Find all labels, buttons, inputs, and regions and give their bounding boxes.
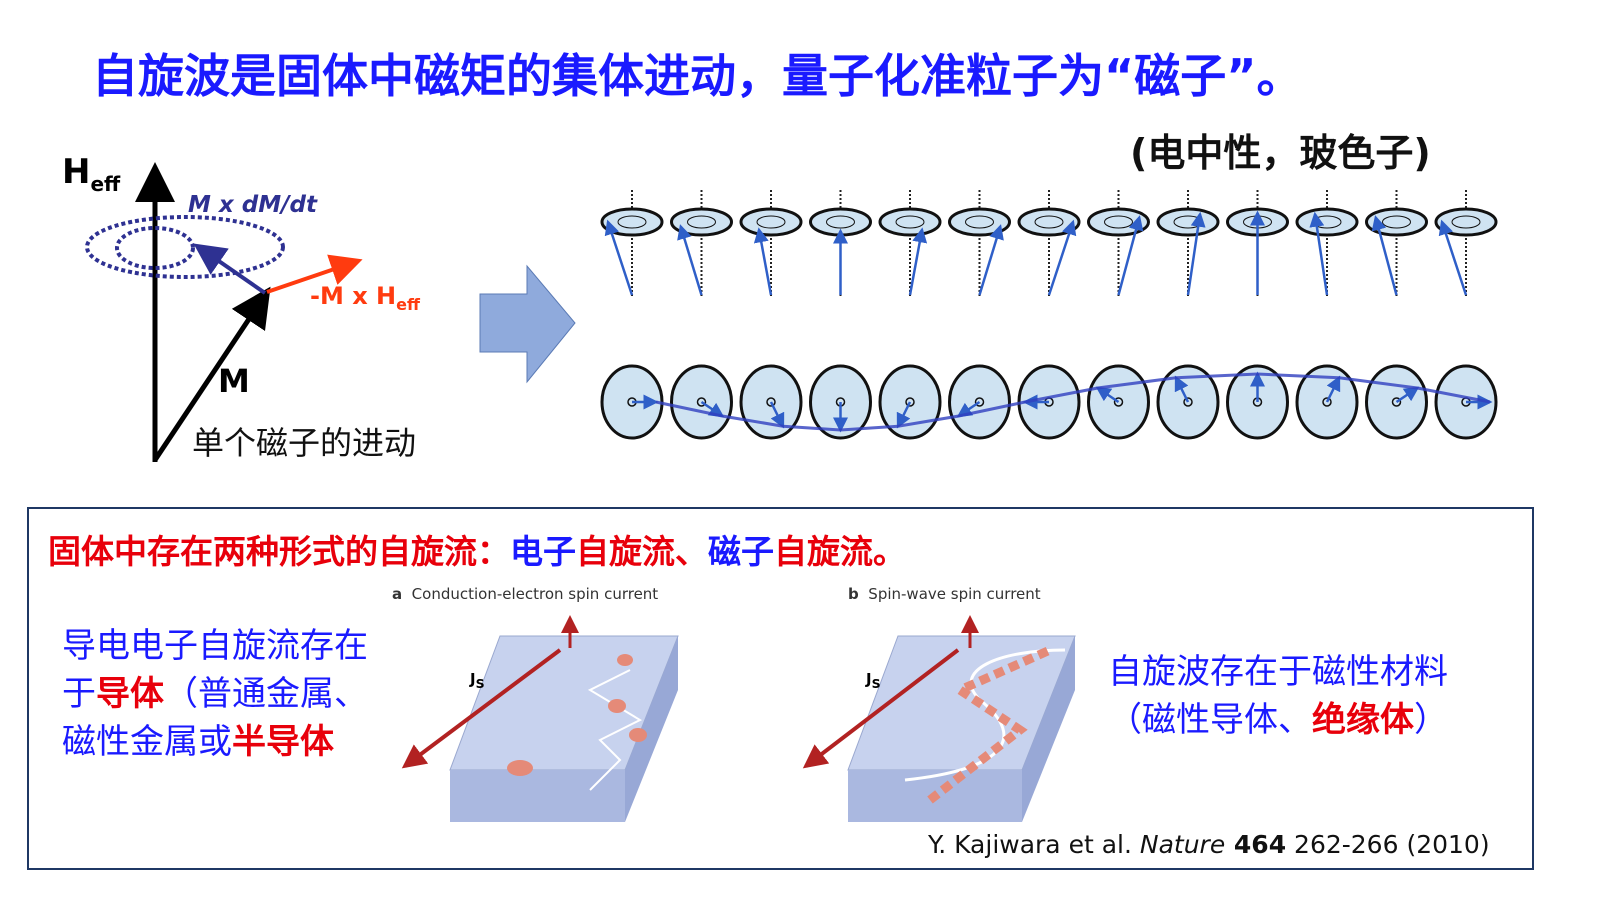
h-eff-label: Heff [62,152,121,196]
panel-b-label: b Spin-wave spin current [848,585,1041,603]
spin-arrow [1174,375,1190,403]
precession-cone [1365,207,1428,237]
precession-diagram [85,162,363,462]
spin-current-box [27,507,1534,870]
spin-wave-chains [600,190,1498,440]
precession-cone [878,207,942,237]
spin-arrow [1395,386,1420,404]
m-label: M [218,362,250,400]
spin-arrow [677,224,703,296]
precession-cone [670,207,733,237]
spin-arrow [908,227,928,296]
precession-cone [739,207,803,237]
spin-arrow [1117,215,1144,296]
slide-subtitle: (电中性，玻色子) [1130,131,1431,175]
precession-cone [1156,207,1220,237]
electron-spin-current-text: 导电电子自旋流存在于导体（普通金属、磁性金属或半导体 [62,626,368,762]
spin-arrow [1186,211,1206,296]
spin-arrow [896,401,912,429]
spin-arrow [956,400,981,418]
spin-arrow [700,400,725,418]
damping-arrow [193,243,267,295]
panel-a-label: a Conduction-electron spin current [392,585,659,603]
torque-arrow [266,254,363,294]
spin-arrow [769,401,785,429]
box-heading: 固体中存在两种形式的自旋流：电子自旋流、磁子自旋流。 [48,532,906,571]
slide-title: 自旋波是固体中磁矩的集体进动，量子化准粒子为“磁子”。 [92,49,1303,103]
spin-arrow [1095,386,1120,404]
damping-orbit [115,226,195,270]
spin-wave-line [655,372,1491,432]
right-arrow-icon [479,264,576,384]
magnon-spin-current-text: 自旋波存在于磁性材料（磁性导体、绝缘体） [1108,652,1448,740]
precession-cone [1295,207,1359,237]
spin-arrow [604,219,634,296]
spin-current-figures [401,615,1076,822]
spin-arrow [978,224,1004,296]
precession-caption: 单个磁子的进动 [192,424,417,462]
citation: Y. Kajiwara et al. Nature 464 262-266 (2… [928,830,1490,859]
js-label-a: JS [470,670,485,691]
m-h-label: -M x Heff [310,282,420,314]
spin-arrow [1438,219,1468,296]
spin-arrow [1309,211,1329,296]
precession-cone [1087,207,1150,237]
js-label-b: JS [866,670,881,691]
spin-arrow [753,227,773,296]
spin-arrow [1371,215,1398,296]
spin-arrow [1325,375,1341,403]
precession-orbit [85,215,285,279]
m-dm-label: M x dM/dt [188,192,317,218]
m-vector-arrow [152,286,271,462]
spin-arrow [1047,219,1077,296]
precession-cone [948,207,1011,237]
